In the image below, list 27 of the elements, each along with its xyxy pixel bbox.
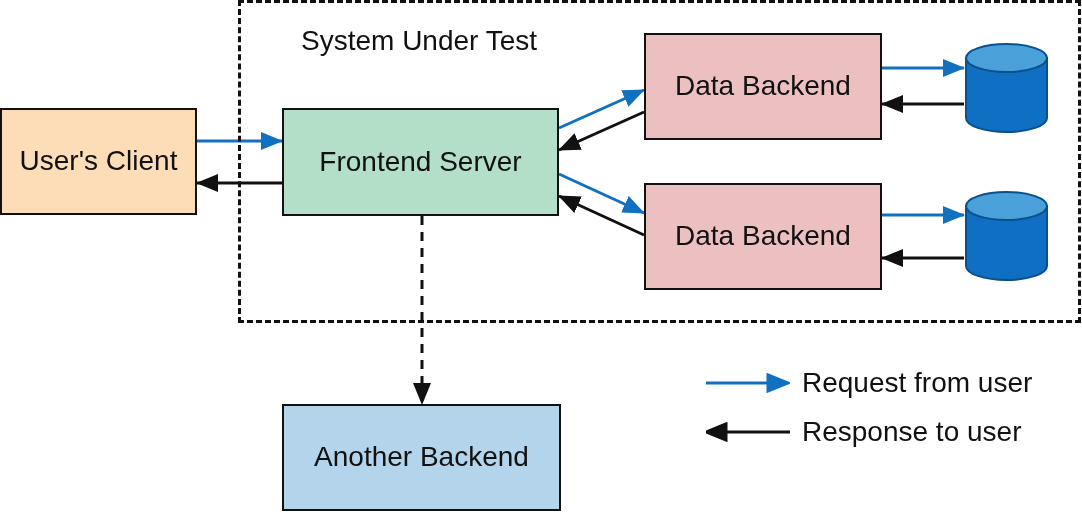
group-title: System Under Test <box>301 25 538 57</box>
node-label: Data Backend <box>675 220 851 253</box>
arrow <box>881 249 964 267</box>
arrow <box>558 88 645 130</box>
process-box <box>282 108 559 216</box>
arrow <box>197 132 283 150</box>
database-cylinder <box>964 42 1049 134</box>
arrow <box>881 95 964 113</box>
node-label: Data Backend <box>675 70 851 103</box>
node-label: User's Client <box>19 145 178 178</box>
arrow <box>558 172 645 215</box>
system-boundary <box>238 0 1081 323</box>
node-label: Another Backend <box>314 441 529 474</box>
process-box <box>644 183 882 290</box>
process-box <box>282 404 561 511</box>
arrow <box>196 174 282 192</box>
legend-label: Response to user <box>802 415 1022 448</box>
arrow <box>413 216 431 405</box>
arrow <box>558 194 645 237</box>
arrow <box>882 206 965 224</box>
process-box <box>644 33 882 140</box>
database-cylinder <box>964 190 1049 282</box>
arrow <box>558 110 645 152</box>
node-label: Frontend Server <box>319 145 522 179</box>
arrow <box>882 59 965 77</box>
process-box <box>0 108 197 215</box>
legend-label: Request from user <box>802 366 1033 399</box>
